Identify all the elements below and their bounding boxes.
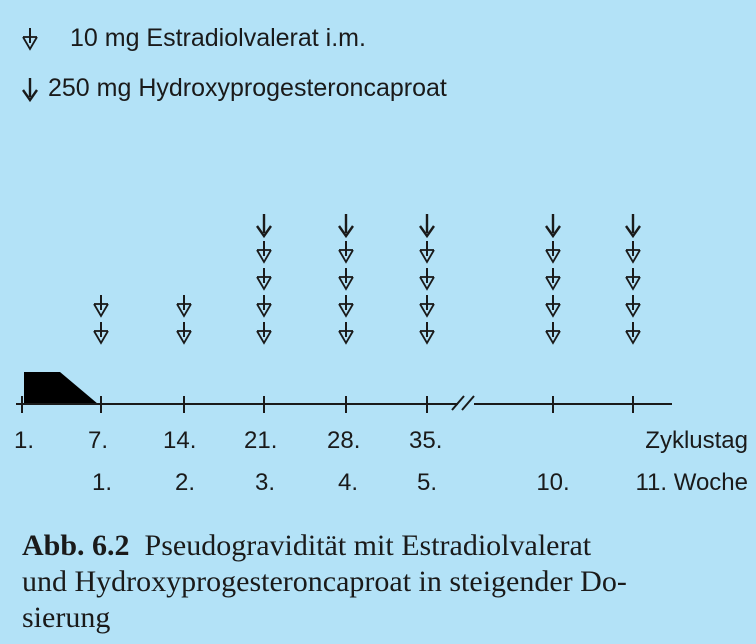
estradiol-arrow-icon bbox=[256, 322, 272, 345]
day-label: 28. bbox=[327, 427, 360, 454]
estradiol-arrow-icon bbox=[419, 295, 435, 318]
week-label: 4. bbox=[338, 469, 358, 496]
estradiol-arrow-icon bbox=[419, 268, 435, 291]
legend-estradiol-label: 10 mg Estradiolvalerat i.m. bbox=[70, 24, 366, 52]
caption-line: sierung bbox=[22, 601, 111, 634]
estradiol-arrow-icon bbox=[338, 322, 354, 345]
estradiol-arrow-icon bbox=[625, 322, 641, 345]
hydroxy-arrow-icon bbox=[338, 214, 354, 239]
week-unit-label: 11. Woche bbox=[635, 469, 748, 496]
legend-hydroxy-label: 250 mg Hydroxyprogesteroncaproat bbox=[48, 74, 447, 102]
menstruation-block bbox=[24, 372, 98, 404]
estradiol-arrow-icon bbox=[256, 295, 272, 318]
estradiol-arrow-icon bbox=[338, 268, 354, 291]
day-label: 35. bbox=[409, 427, 442, 454]
axis-unit-label: Zyklustag bbox=[645, 427, 748, 454]
estradiol-arrow-icon bbox=[338, 241, 354, 264]
week-label: 2. bbox=[175, 469, 195, 496]
estradiol-arrow-icon bbox=[93, 295, 109, 318]
estradiol-arrow-icon bbox=[625, 295, 641, 318]
estradiol-arrow-icon bbox=[176, 322, 192, 345]
figure-caption: Abb. 6.2 Pseudogravidität mit Estradiolv… bbox=[22, 528, 744, 636]
hydroxy-arrow-icon bbox=[625, 214, 641, 239]
hydroxy-arrow-icon bbox=[419, 214, 435, 239]
estradiol-arrow-icon bbox=[545, 241, 561, 264]
caption-label: Abb. 6.2 bbox=[22, 529, 130, 562]
dosage-diagram: 10 mg Estradiolvalerat i.m. 250 mg Hydro… bbox=[14, 24, 748, 496]
day-label: 1. bbox=[14, 427, 34, 454]
estradiol-arrow-icon bbox=[625, 268, 641, 291]
estradiol-arrow-icon bbox=[545, 268, 561, 291]
estradiol-arrow-icon bbox=[93, 322, 109, 345]
axis-break-mark bbox=[451, 395, 465, 411]
week-label: 3. bbox=[255, 469, 275, 496]
day-label: 14. bbox=[163, 427, 196, 454]
week-label: 1. bbox=[92, 469, 112, 496]
hydroxy-arrow-icon bbox=[256, 214, 272, 239]
estradiol-arrow-icon bbox=[419, 322, 435, 345]
hydroxy-arrow-icon bbox=[545, 214, 561, 239]
caption-line: Pseudogravidität mit Estradiolvalerat bbox=[144, 529, 592, 562]
estradiol-arrow-icon bbox=[22, 28, 38, 51]
caption-line: und Hydroxyprogesteroncaproat in steigen… bbox=[22, 565, 627, 598]
week-label: 5. bbox=[417, 469, 437, 496]
estradiol-arrow-icon bbox=[338, 295, 354, 318]
estradiol-arrow-icon bbox=[22, 28, 38, 51]
axis-break-mark bbox=[461, 395, 475, 411]
estradiol-arrow-icon bbox=[625, 241, 641, 264]
estradiol-arrow-icon bbox=[545, 322, 561, 345]
day-label: 21. bbox=[244, 427, 277, 454]
estradiol-arrow-icon bbox=[176, 295, 192, 318]
hydroxy-arrow-icon bbox=[22, 78, 38, 103]
hydroxy-arrow-icon bbox=[22, 78, 38, 103]
estradiol-arrow-icon bbox=[256, 268, 272, 291]
week-label: 10. bbox=[536, 469, 569, 496]
estradiol-arrow-icon bbox=[419, 241, 435, 264]
day-label: 7. bbox=[88, 427, 108, 454]
estradiol-arrow-icon bbox=[545, 295, 561, 318]
estradiol-arrow-icon bbox=[256, 241, 272, 264]
